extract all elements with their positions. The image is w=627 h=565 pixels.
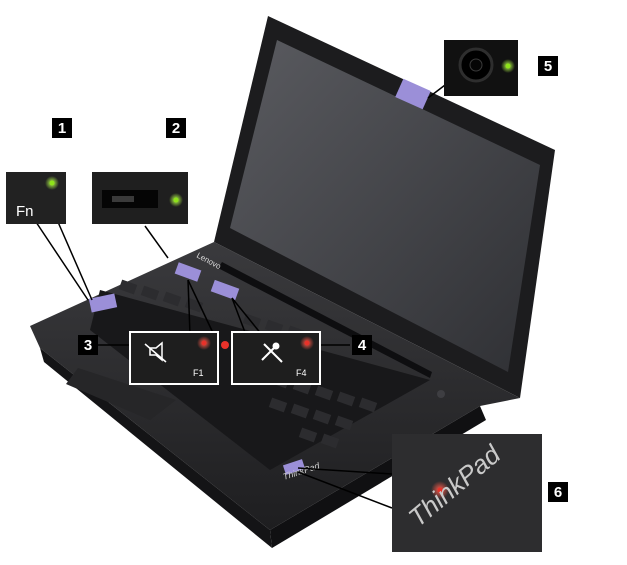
svg-text:5: 5 <box>544 58 552 75</box>
callout-2: 2 <box>166 118 186 138</box>
svg-text:1: 1 <box>58 120 66 137</box>
fn-key-label: Fn <box>16 203 34 220</box>
svg-text:2: 2 <box>172 120 180 137</box>
f1-mute-key-zoom <box>129 331 219 385</box>
f4-mic-mute-key-zoom <box>231 331 321 385</box>
callout-4: 4 <box>352 335 372 355</box>
callout-3: 3 <box>78 335 98 355</box>
callout-1: 1 <box>52 118 72 138</box>
svg-text:3: 3 <box>84 337 92 354</box>
laptop-lid <box>214 16 555 398</box>
thinkpad-logo-zoom <box>392 434 542 552</box>
camera-zoom <box>444 40 518 96</box>
microphone-mute-icon <box>261 342 283 363</box>
f1-key-label: F1 <box>193 368 204 378</box>
fn-key-zoom <box>6 172 66 224</box>
callout-6: 6 <box>548 482 568 502</box>
speaker-mute-icon <box>144 341 167 363</box>
svg-text:4: 4 <box>358 337 367 354</box>
callout-5: 5 <box>538 56 558 76</box>
power-connector-zoom <box>92 172 188 224</box>
f4-key-label: F4 <box>296 368 307 378</box>
svg-text:6: 6 <box>554 484 562 501</box>
